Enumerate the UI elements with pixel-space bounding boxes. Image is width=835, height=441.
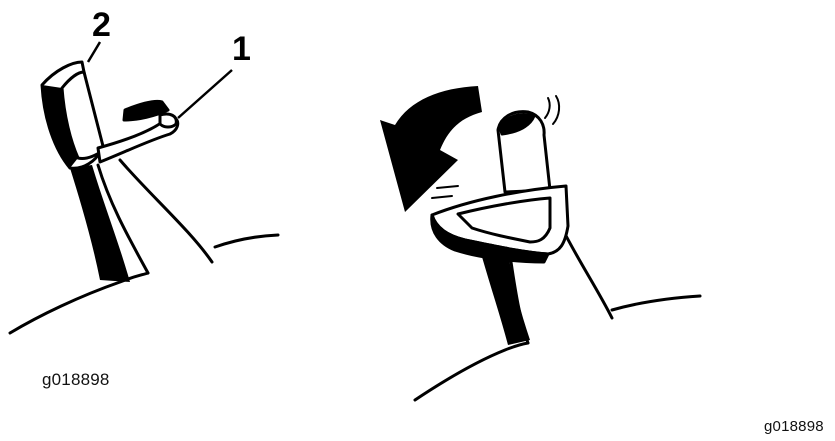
left-latch-tab [98,101,178,162]
right-upright-latch [498,112,550,192]
figure-id-right: g018898 [764,418,824,435]
motion-line-4 [432,196,452,198]
left-body-outline-upper [215,235,278,247]
left-panel [10,160,278,333]
callout-2-label: 2 [92,6,111,44]
callout-1-label: 1 [232,30,251,68]
motion-line-1 [545,98,550,118]
motion-line-2 [553,96,559,124]
callout-1-leader [178,70,232,118]
right-body-outline-lower [415,343,528,400]
right-black-grip [480,250,530,345]
callout-2-leader [88,42,100,62]
left-body-outline-lower [10,273,148,333]
motion-line-3 [437,186,458,188]
right-lever-arm [562,228,612,318]
rotation-arrow-icon [380,86,482,212]
right-body-outline-upper [612,296,700,310]
right-handle-cap [432,186,568,262]
figure-id-left: g018898 [42,370,110,390]
